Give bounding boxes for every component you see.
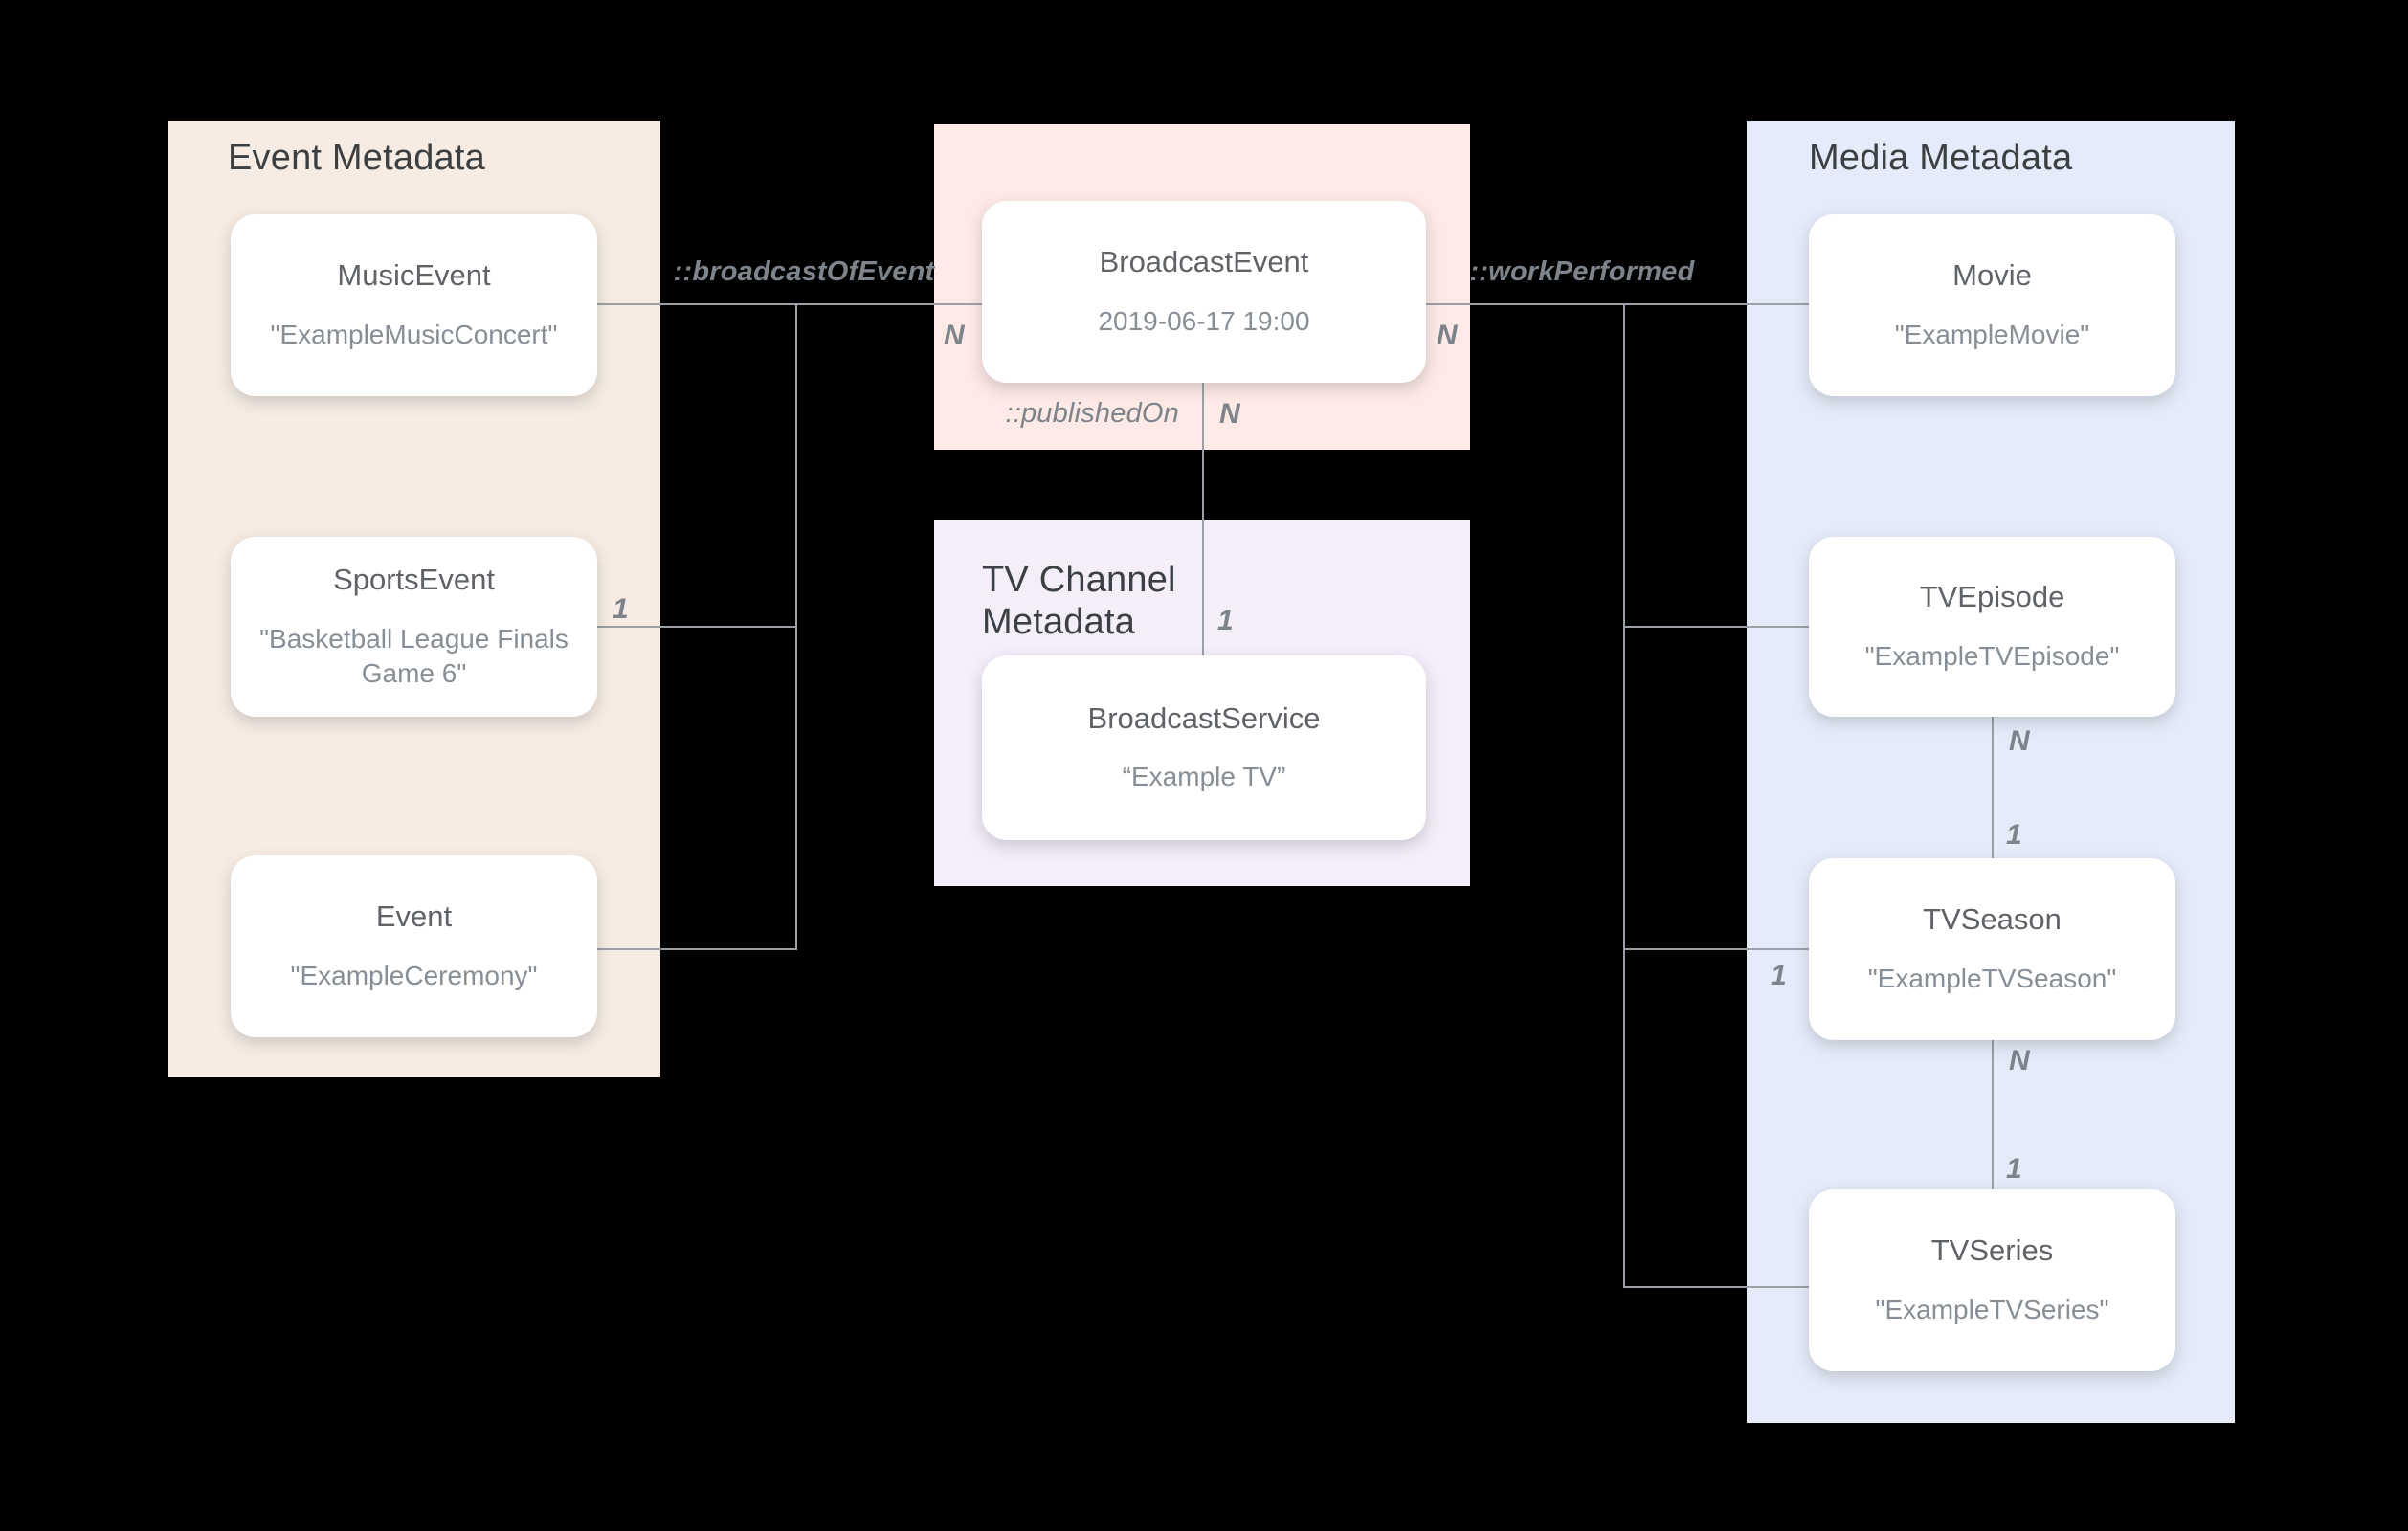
cardinality-n-episode-season: N <box>2009 725 2030 757</box>
connector-event-branch <box>597 948 796 950</box>
node-broadcastevent-subtitle: 2019-06-17 19:00 <box>1098 305 1310 336</box>
node-event: Event "ExampleCeremony" <box>231 855 597 1037</box>
node-musicevent-title: MusicEvent <box>337 258 491 293</box>
relation-label-publishedOn: ::publishedOn <box>1005 398 1179 429</box>
relation-label-workPerformed: ::workPerformed <box>1469 256 1695 287</box>
node-tvseries-title: TVSeries <box>1930 1233 2054 1268</box>
connector-musicevent-broadcastevent <box>597 303 982 305</box>
node-broadcastservice-title: BroadcastService <box>1087 700 1321 735</box>
connector-branch-tvseries <box>1624 1286 1809 1288</box>
cardinality-1-episode-season: 1 <box>2006 819 2022 851</box>
connector-branch-tvseason <box>1624 948 1809 950</box>
panel-title-media-metadata: Media Metadata <box>1809 138 2073 178</box>
cardinality-n-broadcastevent-right: N <box>1437 320 1458 351</box>
connector-broadcastevent-movie <box>1426 303 1809 305</box>
connector-broadcastevent-broadcastservice <box>1202 383 1204 655</box>
connector-branch-tvepisode <box>1624 626 1809 628</box>
node-event-title: Event <box>375 899 453 934</box>
node-tvseries-subtitle: "ExampleTVSeries" <box>1875 1294 2109 1324</box>
node-tvseries: TVSeries "ExampleTVSeries" <box>1809 1189 2175 1371</box>
node-sportsevent-title: SportsEvent <box>333 563 495 597</box>
node-tvepisode-subtitle: "ExampleTVEpisode" <box>1864 640 2120 671</box>
node-broadcastservice-subtitle: “Example TV” <box>1122 762 1286 792</box>
node-movie-subtitle: "ExampleMovie" <box>1894 319 2090 349</box>
node-movie: Movie "ExampleMovie" <box>1809 214 2175 396</box>
node-tvseason-subtitle: "ExampleTVSeason" <box>1867 963 2117 993</box>
node-event-subtitle: "ExampleCeremony" <box>290 960 538 990</box>
connector-media-trunk <box>1623 303 1625 1288</box>
relation-label-broadcastOfEvent: ::broadcastOfEvent <box>673 256 935 287</box>
cardinality-n-season-series: N <box>2009 1045 2030 1076</box>
cardinality-1-sportsevent: 1 <box>613 593 629 625</box>
cardinality-n-publishedon: N <box>1219 398 1240 430</box>
node-broadcastevent: BroadcastEvent 2019-06-17 19:00 <box>982 201 1426 383</box>
connector-sportsevent-branch <box>597 626 796 628</box>
cardinality-n-broadcastevent-left: N <box>944 320 965 351</box>
node-musicevent-subtitle: "ExampleMusicConcert" <box>270 319 558 349</box>
node-movie-title: Movie <box>1952 258 2032 293</box>
panel-title-tv-channel-metadata: TV Channel Metadata <box>982 560 1176 642</box>
connector-event-trunk <box>795 303 797 950</box>
node-broadcastevent-title: BroadcastEvent <box>1099 245 1309 279</box>
node-tvseason: TVSeason "ExampleTVSeason" <box>1809 858 2175 1040</box>
node-sportsevent-subtitle: "Basketball League Finals Game 6" <box>259 623 569 688</box>
cardinality-1-broadcastservice: 1 <box>1217 605 1234 636</box>
connector-tvepisode-tvseason <box>1992 716 1994 858</box>
connector-tvseason-tvseries <box>1992 1039 1994 1189</box>
node-sportsevent: SportsEvent "Basketball League Finals Ga… <box>231 537 597 717</box>
panel-title-event-metadata: Event Metadata <box>228 138 485 178</box>
cardinality-1-tvseason-left: 1 <box>1771 960 1787 991</box>
cardinality-1-season-series: 1 <box>2006 1153 2022 1185</box>
node-musicevent: MusicEvent "ExampleMusicConcert" <box>231 214 597 396</box>
node-tvepisode-title: TVEpisode <box>1919 580 2065 614</box>
node-broadcastservice: BroadcastService “Example TV” <box>982 655 1426 840</box>
node-tvseason-title: TVSeason <box>1923 902 2062 937</box>
node-tvepisode: TVEpisode "ExampleTVEpisode" <box>1809 537 2175 717</box>
